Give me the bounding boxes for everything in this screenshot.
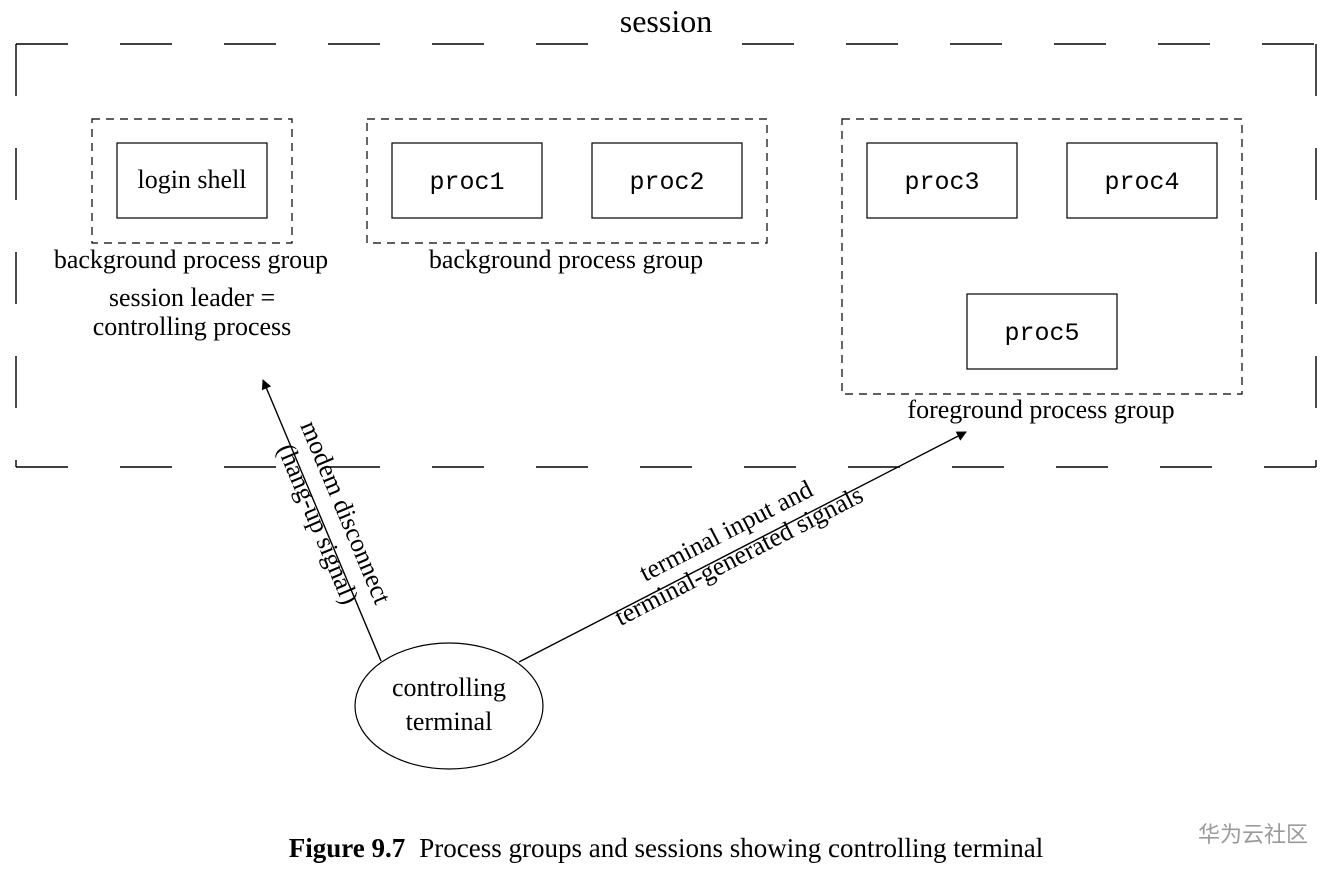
terminal-label-line2: terminal bbox=[406, 707, 493, 736]
login-shell-label: login shell bbox=[137, 165, 246, 194]
proc2-box bbox=[591, 142, 743, 219]
figure-number: Figure 9.7 bbox=[289, 833, 406, 863]
caption-text: Process groups and sessions showing cont… bbox=[419, 833, 1043, 863]
session-label: session bbox=[620, 3, 712, 39]
background-group-label: background process group bbox=[429, 245, 703, 274]
login-group-label: background process group bbox=[54, 245, 328, 274]
watermark: 华为云社区 bbox=[1198, 823, 1308, 848]
proc2-label: proc2 bbox=[629, 168, 704, 197]
proc5-box bbox=[966, 293, 1118, 370]
session-frame bbox=[15, 43, 1317, 468]
controlling-process-label: controlling process bbox=[93, 312, 292, 341]
proc1-box bbox=[391, 142, 543, 219]
login-shell-box bbox=[116, 142, 268, 219]
proc1-label: proc1 bbox=[429, 168, 504, 197]
login-process-group-border bbox=[91, 118, 293, 244]
terminal-input-arrow-labels: terminal input and terminal-generated si… bbox=[610, 474, 868, 631]
controlling-terminal-node bbox=[354, 642, 544, 770]
proc4-label: proc4 bbox=[1104, 168, 1179, 197]
proc5-label: proc5 bbox=[1004, 319, 1079, 348]
proc4-box bbox=[1066, 142, 1218, 219]
background-process-group-border bbox=[366, 118, 768, 244]
proc3-label: proc3 bbox=[904, 168, 979, 197]
session-leader-label: session leader = bbox=[109, 283, 275, 312]
foreground-process-group-border bbox=[841, 118, 1243, 395]
figure-caption: Figure 9.7 Process groups and sessions sh… bbox=[289, 833, 1043, 863]
hangup-arrow bbox=[261, 379, 382, 662]
hangup-arrow-labels: modem disconnect (hang-up signal) bbox=[272, 416, 398, 608]
proc3-box bbox=[866, 142, 1018, 219]
terminal-input-arrow bbox=[518, 431, 967, 663]
terminal-label-line1: controlling bbox=[392, 673, 506, 702]
foreground-group-label: foreground process group bbox=[907, 395, 1174, 424]
